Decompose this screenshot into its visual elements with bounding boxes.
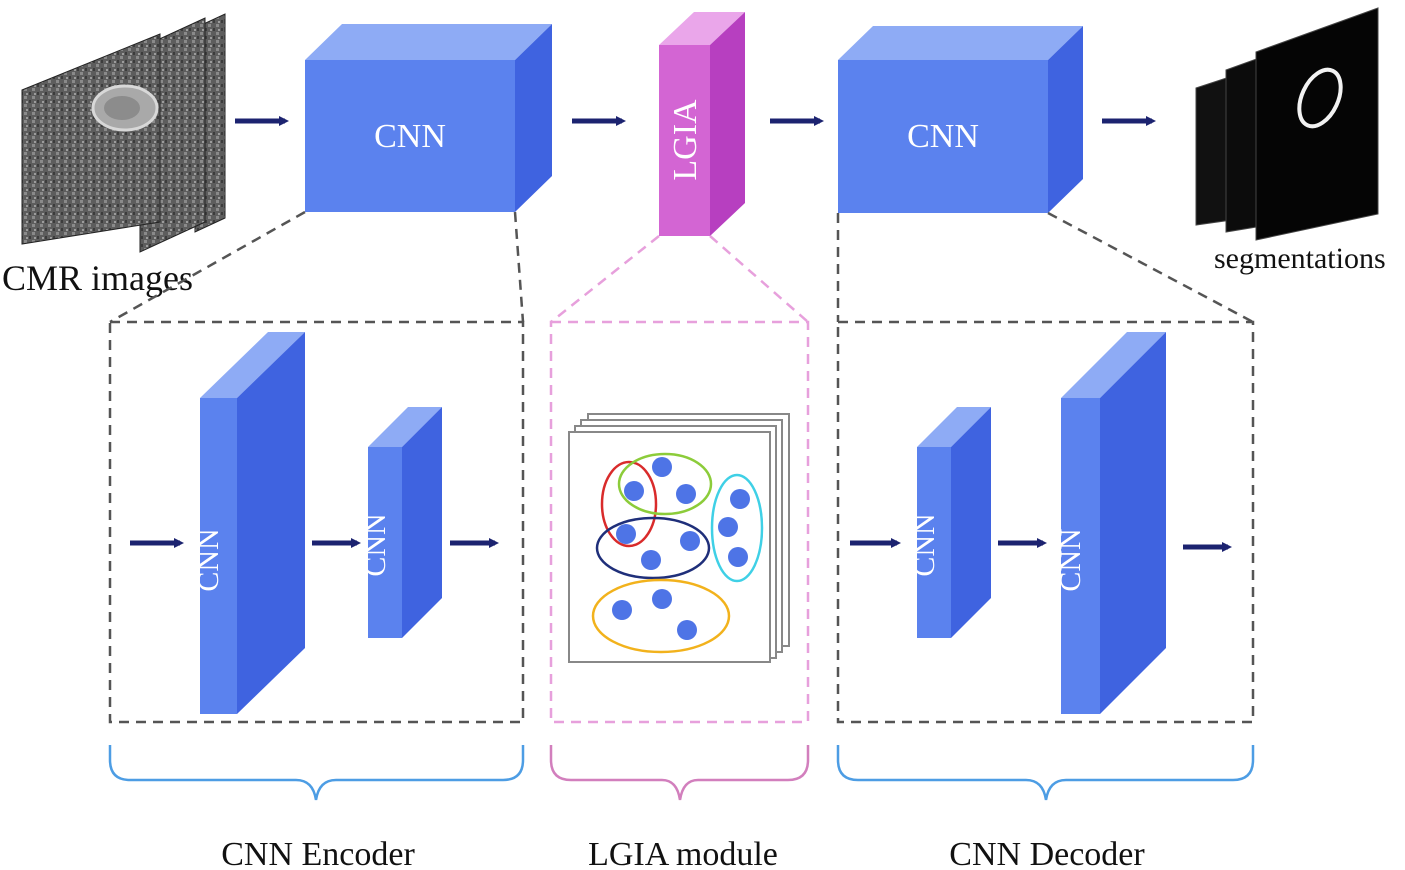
cluster-navy bbox=[595, 516, 711, 580]
lgia-caption: LGIA module bbox=[588, 836, 778, 870]
decoder-block-2-label: CNN bbox=[1054, 528, 1087, 591]
top-decoder-label: CNN bbox=[907, 118, 979, 155]
encoder-brace bbox=[108, 745, 525, 801]
cluster-orange bbox=[591, 578, 731, 654]
encoder-caption: CNN Encoder bbox=[221, 836, 415, 870]
decoder-brace bbox=[836, 745, 1255, 801]
decoder-caption: CNN Decoder bbox=[949, 836, 1145, 870]
top-encoder-label: CNN bbox=[374, 118, 446, 155]
lgia-clusters bbox=[591, 452, 764, 654]
segmentations-stack bbox=[1195, 7, 1379, 241]
top-lgia-block: LGIA bbox=[659, 12, 745, 236]
lgia-brace bbox=[549, 745, 810, 801]
lgia-detail-panel bbox=[549, 320, 810, 724]
encoder-cnn-block-2: CNN bbox=[359, 407, 442, 638]
top-lgia-label: LGIA bbox=[667, 99, 704, 181]
encoder-cnn-block-1: CNN bbox=[192, 332, 305, 714]
encoder-block-1-label: CNN bbox=[192, 528, 225, 591]
cluster-cyan bbox=[710, 473, 764, 583]
decoder-cnn-block-2: CNN bbox=[1054, 332, 1166, 714]
decoder-cnn-block-1: CNN bbox=[908, 407, 991, 638]
decoder-block-1-label: CNN bbox=[908, 513, 941, 576]
decoder-detail-panel bbox=[836, 320, 1255, 724]
top-decoder-cnn-block: CNN bbox=[838, 26, 1083, 213]
segmentation-contour bbox=[1297, 67, 1343, 129]
cmr-images-stack bbox=[21, 13, 226, 253]
encoder-block-2-label: CNN bbox=[359, 513, 392, 576]
zoom-connectors bbox=[109, 210, 1254, 324]
lgia-dots bbox=[612, 457, 750, 640]
cluster-green bbox=[617, 452, 713, 516]
input-label: CMR images bbox=[2, 258, 193, 298]
cluster-red bbox=[600, 460, 658, 548]
top-encoder-cnn-block: CNN bbox=[305, 24, 552, 212]
encoder-detail-panel bbox=[108, 320, 525, 724]
output-label: segmentations bbox=[1214, 242, 1386, 275]
